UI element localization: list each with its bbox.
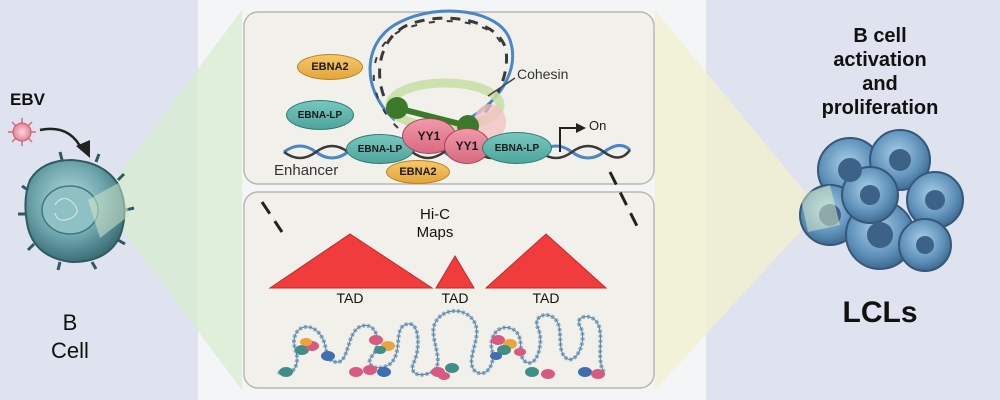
cohesin-pointer xyxy=(487,77,516,97)
on-label: On xyxy=(589,118,607,133)
on-arrow xyxy=(559,127,578,152)
ebna-lp-protein-mid: EBNA-LP xyxy=(346,134,414,164)
ebv-label: EBV xyxy=(10,90,45,109)
zoom-dash-right xyxy=(608,171,642,233)
ebna2-protein-top: EBNA2 xyxy=(297,54,363,80)
protein-beads xyxy=(279,335,605,380)
activation-title-line3: and xyxy=(862,73,898,95)
hic-title-line2: Maps xyxy=(416,224,454,241)
b-cell-label-line2: Cell xyxy=(51,338,89,363)
activation-title-line4: proliferation xyxy=(821,97,939,119)
lcl-cluster-icon xyxy=(799,129,964,272)
lcls-label: LCLs xyxy=(842,296,918,329)
tad-label-2: TAD xyxy=(441,290,469,306)
tad-triangles xyxy=(268,233,608,289)
ebna-lp-protein-top: EBNA-LP xyxy=(286,100,354,130)
ebna-lp-protein-right: EBNA-LP xyxy=(482,132,552,164)
b-cell-label-line1: B xyxy=(62,310,78,335)
cohesin-label: Cohesin xyxy=(517,66,569,82)
tad-label-1: TAD xyxy=(336,290,364,306)
chromatin-fiber xyxy=(277,309,606,377)
zoom-funnel-right xyxy=(655,10,820,390)
activation-title-line2: activation xyxy=(833,49,927,71)
activation-title-line1: B cell xyxy=(853,25,907,47)
ebna2-protein-bottom: EBNA2 xyxy=(386,160,450,184)
chromatin-loop xyxy=(368,9,515,129)
zoom-funnel-left xyxy=(100,10,242,390)
b-cell-icon xyxy=(18,151,135,271)
infection-arrowhead xyxy=(76,140,90,158)
tad-label-3: TAD xyxy=(532,290,560,306)
on-arrowhead xyxy=(576,123,586,133)
zoom-dash-left xyxy=(260,201,284,233)
enhancer-label: Enhancer xyxy=(274,162,339,179)
ebv-virus-icon xyxy=(8,118,36,146)
hic-title-line1: Hi-C xyxy=(420,206,450,223)
